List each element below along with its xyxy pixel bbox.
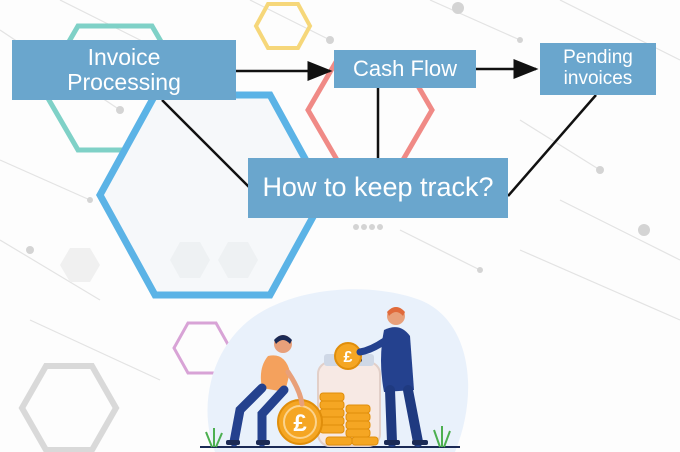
node-how-to-keep-track-label: How to keep track? (262, 172, 494, 203)
node-invoice-processing: Invoice Processing (12, 40, 236, 100)
hexagon-gray-faint-2 (218, 242, 258, 278)
edge-invoice-to-track (161, 99, 261, 199)
node-pending-invoices: Pending invoices (540, 43, 656, 95)
coin-stack-icon (319, 392, 379, 446)
woman-figure-icon (226, 335, 305, 447)
network-lines (0, 0, 680, 381)
coin-symbol-large: £ (293, 410, 307, 437)
node-how-to-keep-track: How to keep track? (248, 158, 508, 218)
node-cash-flow-label: Cash Flow (353, 56, 457, 82)
edge-pending-to-track (507, 94, 597, 197)
coin-symbol-small: £ (344, 349, 353, 366)
man-figure-icon (356, 307, 428, 447)
hexagon-gray-faint-3 (60, 248, 100, 282)
hexagon-gray-outline (18, 363, 120, 452)
grass-icon (205, 426, 451, 448)
hexagon-gray-faint (170, 242, 210, 278)
pound-coin-small-icon (334, 342, 362, 370)
hexagon-yellow-outline (253, 2, 313, 50)
node-pending-invoices-label: Pending invoices (563, 47, 633, 89)
node-invoice-processing-label: Invoice Processing (67, 44, 181, 95)
node-cash-flow: Cash Flow (334, 50, 476, 88)
connector-lines (161, 59, 597, 199)
